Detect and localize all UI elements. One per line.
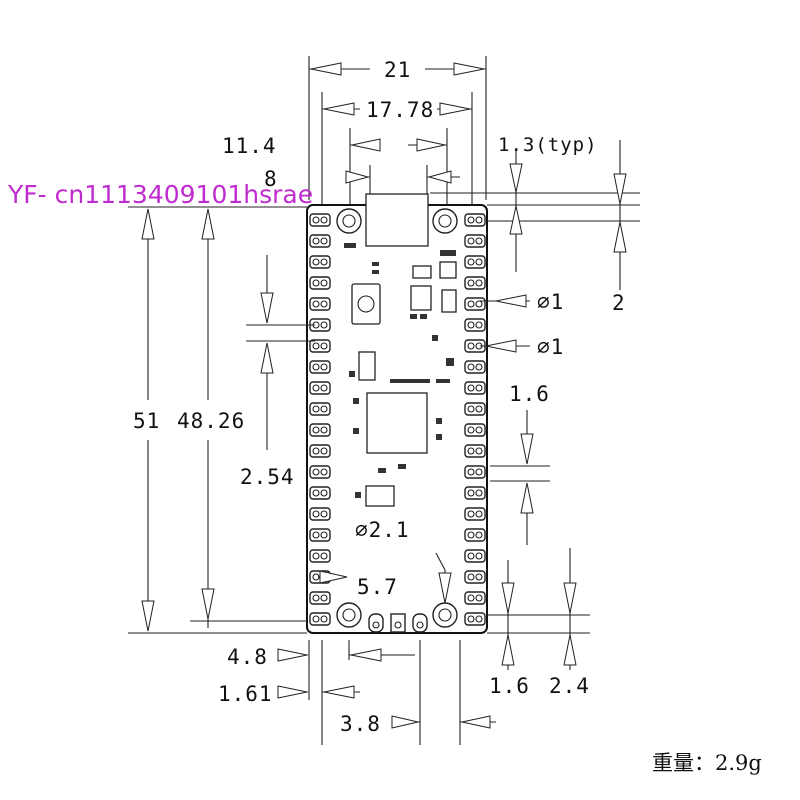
left-pin-pad — [309, 234, 331, 248]
left-pin-pad — [309, 423, 331, 437]
dim-debug-offset: 3.8 — [340, 712, 381, 736]
dim-usb-overhang: 1.3(typ) — [498, 134, 598, 156]
right-pin-pad — [464, 612, 486, 626]
board-components — [344, 243, 457, 507]
right-pin-pad — [464, 402, 486, 416]
rp2040-chip — [366, 392, 428, 454]
right-pin-pad — [464, 255, 486, 269]
dim-edge-offset: 1.61 — [218, 682, 273, 706]
dim-pin-column-length: 48.26 — [177, 409, 245, 433]
right-pin-pad — [464, 486, 486, 500]
right-pin-pad — [464, 381, 486, 395]
left-pin-pad — [309, 465, 331, 479]
usb-connector — [365, 193, 429, 247]
left-pin-pad — [309, 276, 331, 290]
dim-pin-row-spacing: 17.78 — [366, 98, 434, 122]
mounting-holes — [336, 208, 458, 628]
right-pin-pad — [464, 297, 486, 311]
dim-hole-dia-b: ∅1 — [537, 335, 564, 359]
left-pin-pad — [309, 213, 331, 227]
watermark-text: YF- cn1113409101hsrae — [7, 180, 313, 209]
dim-board-width: 21 — [384, 58, 411, 82]
right-pin-pad — [464, 549, 486, 563]
dim-bottom-pad-a: 1.6 — [489, 674, 530, 698]
left-pin-pad — [309, 507, 331, 521]
left-pin-pad — [309, 402, 331, 416]
left-pin-pad — [309, 297, 331, 311]
dim-bottom-pad-b: 2.4 — [549, 674, 590, 698]
right-pin-pad — [464, 423, 486, 437]
left-pin-pad — [309, 486, 331, 500]
right-pin-pad — [464, 276, 486, 290]
right-pin-pad — [464, 360, 486, 374]
dim-pad-gap: 1.6 — [509, 382, 550, 406]
debug-pads — [368, 613, 428, 633]
left-pin-pad — [309, 339, 331, 353]
right-pin-pad — [464, 234, 486, 248]
dim-pin-pitch: 2.54 — [240, 465, 295, 489]
dimension-arrows — [141, 62, 627, 729]
left-pin-pad — [309, 381, 331, 395]
flash-chip — [365, 485, 395, 507]
right-pin-pad — [464, 318, 486, 332]
left-pin-pad — [309, 528, 331, 542]
right-pin-pad — [464, 213, 486, 227]
dim-bottom-offset: 4.8 — [227, 645, 268, 669]
dim-board-length: 51 — [133, 409, 160, 433]
left-pin-pad — [309, 591, 331, 605]
right-pin-pad — [464, 507, 486, 521]
dim-hole-dia-a: ∅1 — [537, 290, 564, 314]
right-pin-pad — [464, 570, 486, 584]
left-pin-pad — [309, 549, 331, 563]
dim-usb-width: 8 — [264, 167, 278, 191]
right-pin-pad — [464, 528, 486, 542]
dim-usb-mount-holes: 11.4 — [222, 134, 277, 158]
dimension-labels: 21 17.78 11.4 8 1.3(typ) 2 ∅1 ∅1 51 48.2… — [133, 58, 626, 736]
right-pin-header — [464, 213, 486, 626]
dim-mount-hole-dia: ∅2.1 — [355, 518, 410, 542]
left-pin-header — [309, 213, 331, 626]
right-pin-pad — [464, 465, 486, 479]
left-pin-pad — [309, 444, 331, 458]
weight-label: 重量：2.9g — [652, 751, 762, 775]
dim-mount-hole-spacing: 5.7 — [357, 575, 398, 599]
left-pin-pad — [309, 360, 331, 374]
left-pin-pad — [309, 318, 331, 332]
dim-hole-offset-top: 2 — [612, 291, 626, 315]
right-pin-pad — [464, 591, 486, 605]
right-pin-pad — [464, 444, 486, 458]
left-pin-pad — [309, 255, 331, 269]
left-pin-pad — [309, 612, 331, 626]
